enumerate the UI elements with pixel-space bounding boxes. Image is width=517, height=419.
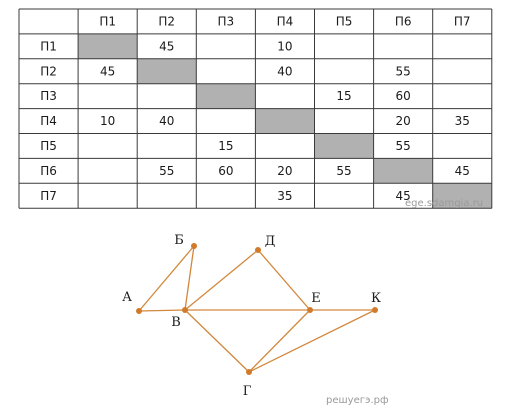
diagonal-cell — [137, 58, 197, 84]
edge-G-K — [248, 309, 376, 373]
distance-cell: 15 — [218, 139, 233, 153]
distance-cell: 55 — [396, 64, 411, 78]
diagonal-cell — [373, 158, 433, 184]
distance-cell: 35 — [455, 114, 470, 128]
distance-cell: 60 — [396, 89, 411, 103]
node-label: Е — [311, 291, 321, 306]
column-header: П5 — [336, 14, 353, 28]
node-A — [136, 308, 142, 314]
edge-V-D — [184, 249, 259, 311]
node-label: В — [171, 315, 181, 330]
row-header: П7 — [40, 189, 57, 203]
node-E — [307, 307, 313, 313]
node-D — [255, 247, 261, 253]
graph-watermark: решуегэ.рф — [326, 395, 389, 406]
distance-cell: 20 — [396, 114, 411, 128]
node-K — [372, 307, 378, 313]
node-label: А — [122, 290, 132, 305]
diagonal-cell — [432, 183, 492, 209]
row-header: П5 — [40, 139, 57, 153]
edge-B-V — [184, 245, 195, 311]
column-header: П7 — [454, 14, 471, 28]
distance-cell: 15 — [336, 89, 351, 103]
distance-cell: 45 — [159, 39, 174, 53]
distance-cell: 45 — [100, 64, 115, 78]
node-label: Б — [174, 233, 184, 248]
edge-D-E — [257, 249, 311, 311]
row-header: П2 — [40, 64, 57, 78]
distance-cell: 40 — [159, 114, 174, 128]
distance-cell: 35 — [277, 189, 292, 203]
node-label: Д — [265, 234, 276, 249]
node-B — [191, 243, 197, 249]
node-label: Г — [243, 384, 252, 399]
edge-E-G — [248, 309, 311, 373]
node-V — [182, 307, 188, 313]
diagonal-cell — [196, 83, 256, 109]
edge-A-B — [138, 245, 195, 312]
distance-cell: 55 — [336, 164, 351, 178]
distance-cell: 60 — [218, 164, 233, 178]
row-header: П6 — [40, 164, 57, 178]
distance-cell: 45 — [455, 164, 470, 178]
node-G — [246, 369, 252, 375]
column-header: П4 — [277, 14, 294, 28]
node-label: К — [371, 291, 381, 306]
column-header: П3 — [218, 14, 235, 28]
diagonal-cell — [78, 33, 138, 59]
distance-cell: 55 — [396, 139, 411, 153]
row-header: П3 — [40, 89, 57, 103]
distance-cell: 45 — [396, 189, 411, 203]
column-header: П6 — [395, 14, 412, 28]
distance-cell: 10 — [100, 114, 115, 128]
distance-cell: 10 — [277, 39, 292, 53]
column-header: П2 — [158, 14, 175, 28]
row-header: П1 — [40, 39, 57, 53]
edge-A-V — [138, 309, 186, 312]
distance-cell: 55 — [159, 164, 174, 178]
distance-cell: 40 — [277, 64, 292, 78]
edge-V-G — [184, 309, 250, 373]
distance-cell: 20 — [277, 164, 292, 178]
diagonal-cell — [314, 133, 374, 159]
table-watermark: ege.sdamgia.ru — [405, 198, 484, 209]
column-header: П1 — [99, 14, 116, 28]
row-header: П4 — [40, 114, 57, 128]
diagonal-cell — [255, 108, 315, 134]
